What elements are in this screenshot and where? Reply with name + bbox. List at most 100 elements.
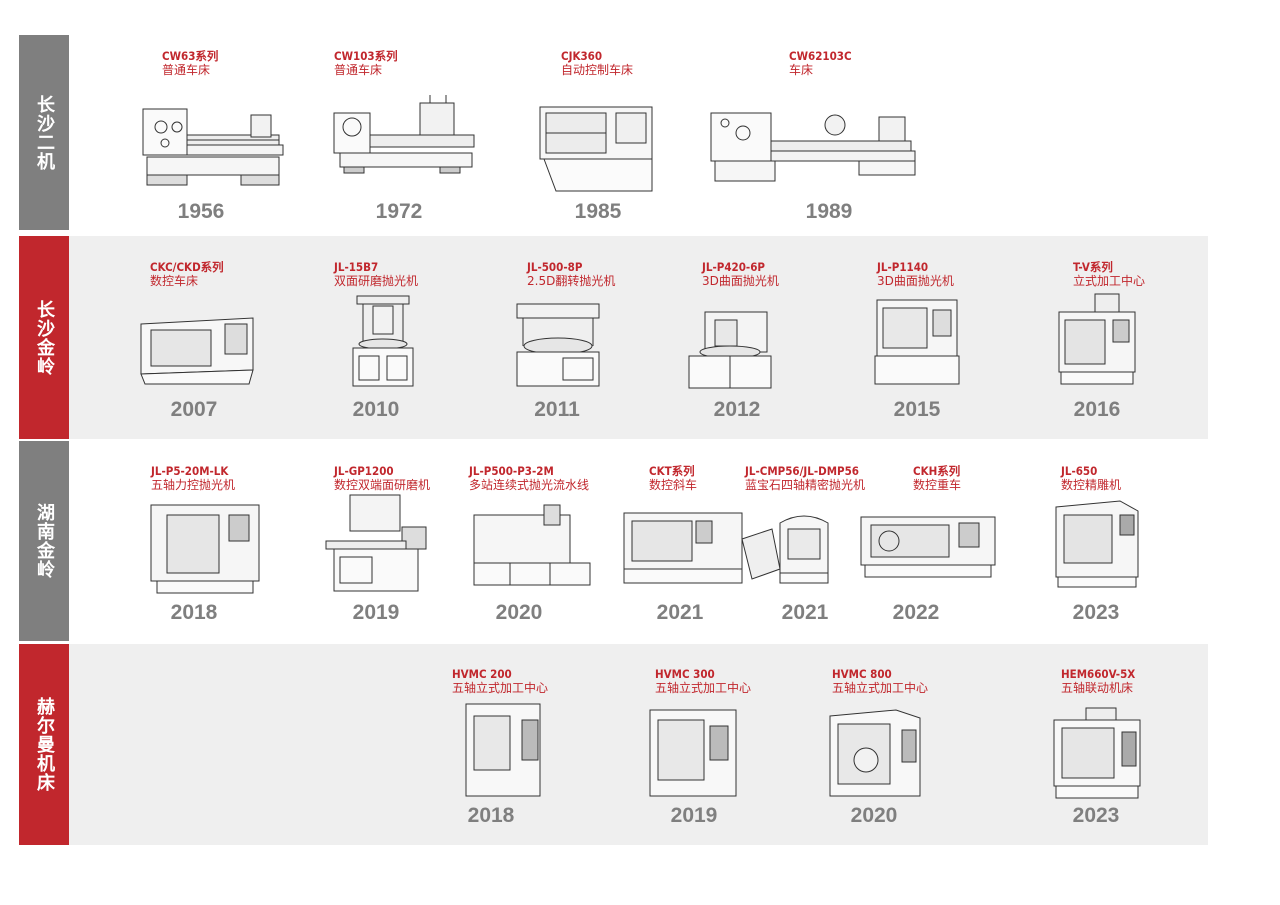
item-model: JL-GP1200	[334, 464, 394, 478]
item-model: JL-P1140	[877, 260, 929, 274]
item-desc: 双面研磨抛光机	[334, 274, 419, 288]
item-model: JL-P500-P3-2M	[469, 464, 554, 478]
grinder-icon	[324, 493, 436, 593]
item-year: 2021	[656, 601, 704, 624]
item-desc: 数控车床	[150, 274, 199, 288]
item-desc: 3D曲面抛光机	[702, 274, 779, 288]
item-desc: 2.5D翻转抛光机	[527, 274, 616, 288]
item-model: HVMC 300	[655, 667, 715, 681]
timeline-item: JL-P500-P3-2M 多站连续式抛光流水线 2020	[464, 441, 634, 641]
row-label-text: 长沙金岭	[34, 299, 55, 376]
vmc-icon	[464, 702, 544, 798]
item-year: 1989	[805, 200, 853, 223]
row-background	[69, 644, 1208, 845]
item-model: CJK360	[561, 49, 603, 63]
item-desc: 蓝宝石四轴精密抛光机	[745, 478, 866, 492]
row-hunan-jinling: 湖南金岭 JL-P5-20M-LK 五轴力控抛光机 2018 JL-GP1200…	[19, 441, 1208, 641]
timeline-item: JL-500-8P 2.5D翻转抛光机 2011	[509, 236, 689, 439]
item-desc: 数控精雕机	[1061, 478, 1122, 492]
row-background	[69, 236, 1208, 439]
item-year: 2023	[1072, 601, 1120, 624]
vmc-icon	[826, 708, 924, 800]
item-year: 2011	[534, 398, 580, 421]
item-model: CKT系列	[649, 464, 695, 478]
item-model: HVMC 800	[832, 667, 892, 681]
polisher-icon	[871, 298, 963, 386]
item-desc: 普通车床	[334, 63, 383, 77]
cmp-icon	[776, 511, 832, 585]
lathe-icon	[141, 105, 286, 187]
item-year: 2022	[892, 601, 940, 624]
timeline-item: CW103系列 普通车床 1972	[324, 35, 504, 230]
item-desc: 3D曲面抛光机	[877, 274, 954, 288]
timeline-item: CJK360 自动控制车床 1985	[534, 35, 714, 230]
item-year: 2015	[893, 398, 941, 421]
item-year: 2018	[170, 601, 218, 624]
timeline-item: JL-CMP56/JL-DMP56 蓝宝石四轴精密抛光机 2021	[744, 441, 904, 641]
item-model: T-V系列	[1073, 260, 1113, 274]
timeline-item: CW62103C 车床 1989	[709, 35, 939, 230]
timeline-item: CW63系列 普通车床 1956	[139, 35, 319, 230]
slant-lathe-icon	[622, 509, 782, 585]
row-label: 湖南金岭	[19, 441, 69, 641]
row-heerman: 赫尔曼机床 HVMC 200 五轴立式加工中心 2018 HVMC 300 五轴…	[19, 644, 1208, 845]
vmc-icon	[147, 501, 263, 595]
timeline-item: HVMC 800 五轴立式加工中心 2020	[824, 644, 1004, 845]
row-changsha-erji: 长沙二机 CW63系列 普通车床 1956 CW103系列 普通车床	[19, 35, 1208, 230]
item-year: 2012	[713, 398, 761, 421]
item-model: CW103系列	[334, 49, 398, 63]
row-label-text: 赫尔曼机床	[34, 697, 55, 792]
item-model: CW63系列	[162, 49, 219, 63]
timeline-item: CKC/CKD系列 数控车床 2007	[129, 236, 309, 439]
row-label-text: 湖南金岭	[34, 503, 55, 579]
item-model: CKC/CKD系列	[150, 260, 224, 274]
item-model: JL-15B7	[334, 260, 379, 274]
item-model: HVMC 200	[452, 667, 512, 681]
item-model: CKH系列	[913, 464, 961, 478]
item-desc: 车床	[789, 63, 814, 77]
item-year: 2020	[850, 804, 898, 827]
item-year: 2007	[170, 398, 218, 421]
item-desc: 多站连续式抛光流水线	[469, 478, 590, 492]
item-desc: 数控双端面研磨机	[334, 478, 431, 492]
timeline-item: CKH系列 数控重车 2022	[859, 441, 1039, 641]
row-label: 长沙二机	[19, 35, 69, 230]
item-year: 2019	[670, 804, 718, 827]
item-year: 2021	[781, 601, 829, 624]
item-desc: 五轴立式加工中心	[452, 681, 549, 695]
heavy-cnc-icon	[859, 515, 997, 579]
item-model: CW62103C	[789, 49, 852, 63]
line-icon	[470, 501, 592, 587]
item-desc: 五轴立式加工中心	[655, 681, 752, 695]
item-desc: 数控斜车	[649, 478, 698, 492]
vmc-icon	[648, 708, 738, 798]
timeline-item: HEM660V-5X 五轴联动机床 2023	[1044, 644, 1208, 845]
polisher-icon	[513, 302, 603, 388]
vmc-icon	[1055, 292, 1139, 386]
row-changsha-jinling: 长沙金岭 CKC/CKD系列 数控车床 2007 JL-15B7 双面研磨抛光机	[19, 236, 1208, 439]
engraver-icon	[1050, 497, 1142, 589]
timeline-item: JL-P420-6P 3D曲面抛光机 2012	[688, 236, 869, 439]
item-desc: 立式加工中心	[1073, 274, 1146, 288]
timeline-item: JL-15B7 双面研磨抛光机 2010	[319, 236, 499, 439]
item-model: JL-CMP56/JL-DMP56	[745, 464, 859, 478]
heavy-lathe-icon	[330, 95, 478, 175]
row-label-text: 长沙二机	[34, 94, 55, 171]
item-desc: 五轴立式加工中心	[832, 681, 929, 695]
item-year: 2023	[1072, 804, 1120, 827]
cnc-lathe-icon	[137, 314, 257, 386]
item-desc: 五轴联动机床	[1061, 681, 1134, 695]
polisher-icon	[685, 310, 775, 390]
item-desc: 普通车床	[162, 63, 211, 77]
row-label: 长沙金岭	[19, 236, 69, 439]
polisher-icon	[349, 294, 417, 389]
item-model: JL-P5-20M-LK	[151, 464, 229, 478]
item-year: 1956	[177, 200, 225, 223]
item-year: 1972	[375, 200, 423, 223]
item-model: HEM660V-5X	[1061, 667, 1136, 681]
item-model: JL-500-8P	[527, 260, 583, 274]
item-year: 2010	[352, 398, 400, 421]
cnc-lathe-icon	[536, 103, 656, 193]
item-desc: 自动控制车床	[561, 63, 634, 77]
timeline-item: JL-P5-20M-LK 五轴力控抛光机 2018	[139, 441, 309, 641]
